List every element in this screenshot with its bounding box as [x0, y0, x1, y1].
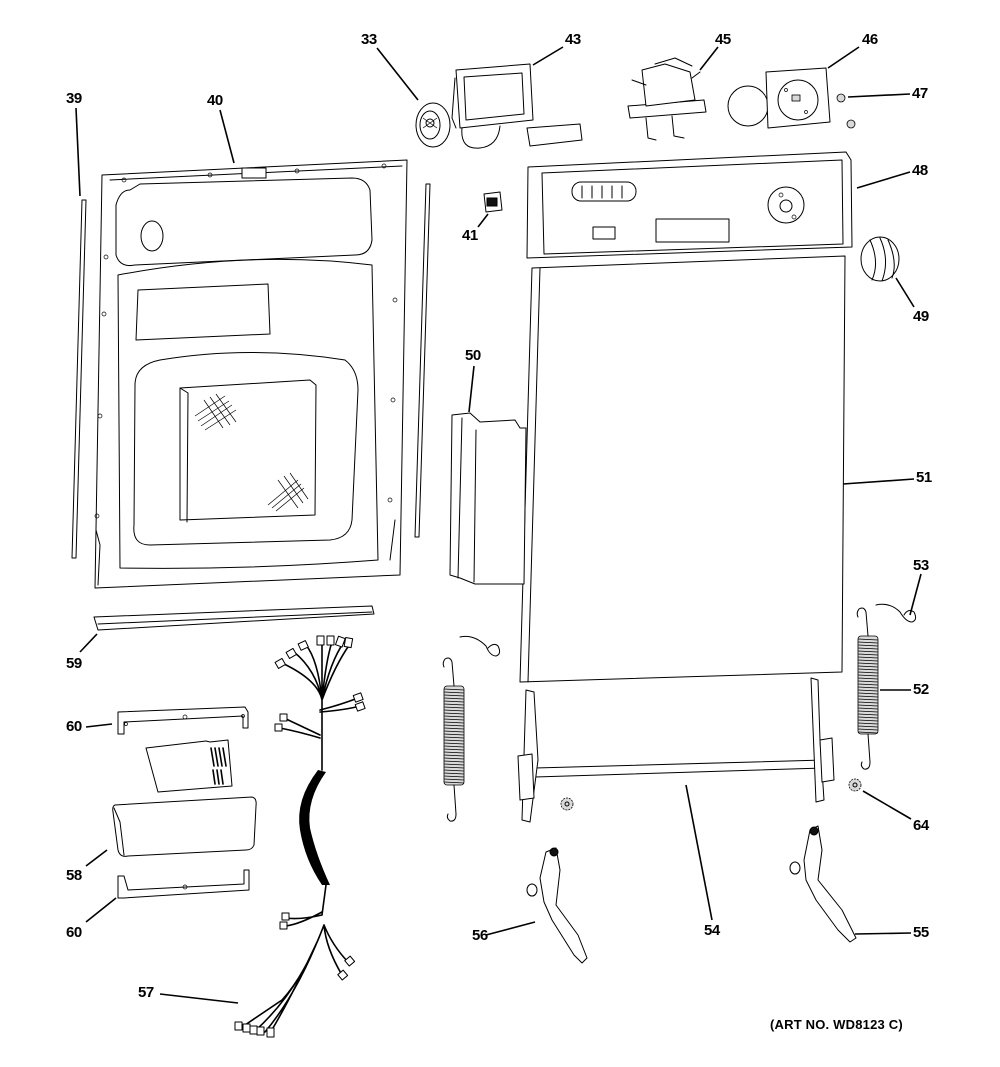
callout-leader-line: [854, 932, 912, 935]
callout-door-spring[interactable]: 52: [880, 681, 929, 698]
callout-outer-door-panel[interactable]: 51: [842, 469, 932, 486]
callout-number[interactable]: 60: [66, 924, 82, 941]
callout-number[interactable]: 51: [916, 469, 932, 486]
callout-side-trim-strip[interactable]: 39: [66, 90, 82, 197]
spring-coil: [856, 607, 879, 770]
part-control-board-module[interactable]: [112, 739, 257, 857]
callout-number[interactable]: 53: [913, 557, 929, 574]
callout-leader-line: [847, 93, 911, 98]
callout-door-side-trim[interactable]: 50: [465, 347, 481, 413]
callout-door-latch-switch[interactable]: 45: [699, 31, 731, 71]
callout-left-hinge-arm[interactable]: 56: [472, 921, 536, 944]
part-control-panel[interactable]: [526, 151, 853, 259]
part-knob-spindle-disc[interactable]: [415, 102, 451, 148]
callout-number[interactable]: 54: [704, 922, 721, 939]
callout-number[interactable]: 48: [912, 162, 928, 179]
callout-number[interactable]: 47: [912, 85, 928, 102]
callout-number[interactable]: 49: [913, 308, 929, 325]
callout-spring-link[interactable]: 53: [909, 557, 929, 616]
callout-leader-line: [909, 573, 922, 616]
callout-number[interactable]: 60: [66, 718, 82, 735]
part-side-trim-strip[interactable]: [71, 183, 431, 559]
callout-inner-door-liner[interactable]: 40: [207, 92, 235, 164]
callout-control-board-module[interactable]: 58: [66, 849, 108, 884]
callout-timer[interactable]: 46: [827, 31, 878, 69]
spring-coil: [442, 657, 465, 822]
callout-rocker-switch[interactable]: 41: [462, 213, 489, 244]
callout-number[interactable]: 39: [66, 90, 82, 107]
callout-layer: 33 43 45 46 47 48 49 39 40 41 50 51 53 52 59 60 58 60 64 54…: [66, 31, 932, 1004]
part-door-latch-switch[interactable]: [627, 57, 707, 141]
callout-number[interactable]: 40: [207, 92, 223, 109]
part-inner-door-liner[interactable]: [94, 159, 408, 589]
part-bottom-door-gasket[interactable]: [93, 605, 375, 631]
callout-number[interactable]: 55: [913, 924, 929, 941]
callout-hinge-rod-assembly[interactable]: 54: [685, 784, 721, 939]
callout-number[interactable]: 50: [465, 347, 481, 364]
callout-number[interactable]: 59: [66, 655, 82, 672]
part-door-side-trim[interactable]: [449, 412, 527, 585]
callout-leader-line: [376, 47, 419, 101]
callout-timer-knob[interactable]: 49: [895, 277, 929, 325]
callout-leader-line: [85, 849, 108, 867]
part-mounting-bracket-bottom[interactable]: [117, 869, 250, 899]
part-timer-knob[interactable]: [860, 236, 900, 282]
art-number-label: (ART NO. WD8123 C): [770, 1017, 903, 1032]
part-push-nut[interactable]: [560, 778, 862, 811]
callout-leader-line: [856, 171, 911, 189]
callout-leader-line: [532, 46, 564, 66]
callout-leader-line: [159, 993, 239, 1004]
callout-number[interactable]: 43: [565, 31, 581, 48]
callout-number[interactable]: 41: [462, 227, 478, 244]
callout-number[interactable]: 56: [472, 927, 488, 944]
part-hinge-rod-assembly[interactable]: [517, 677, 835, 823]
part-screw[interactable]: [836, 93, 856, 129]
callout-leader-line: [827, 46, 860, 69]
callout-leader-line: [477, 213, 489, 228]
callout-leader-line: [895, 277, 915, 308]
callout-mounting-bracket-bottom[interactable]: 60: [66, 897, 117, 941]
callout-leader-line: [862, 790, 912, 820]
callout-screw[interactable]: 47: [847, 85, 928, 102]
callout-right-hinge-arm[interactable]: 55: [854, 924, 929, 941]
callout-leader-line: [219, 109, 235, 164]
callout-leader-line: [842, 478, 915, 485]
callout-push-nut[interactable]: 64: [862, 790, 930, 834]
callout-number[interactable]: 52: [913, 681, 929, 698]
part-outer-door-panel[interactable]: [519, 255, 846, 683]
callout-control-panel[interactable]: 48: [856, 162, 928, 189]
callout-leader-line: [75, 107, 81, 197]
callout-leader-line: [699, 46, 719, 71]
part-timer[interactable]: [727, 67, 831, 129]
callout-number[interactable]: 45: [715, 31, 731, 48]
callout-number[interactable]: 33: [361, 31, 377, 48]
part-door-spring[interactable]: [442, 607, 879, 822]
callout-bottom-door-gasket[interactable]: 59: [66, 633, 98, 672]
callout-detergent-dispenser[interactable]: 43: [532, 31, 581, 66]
callout-knob-spindle-disc[interactable]: 33: [361, 31, 419, 101]
callout-leader-line: [85, 897, 117, 923]
callout-number[interactable]: 58: [66, 867, 82, 884]
callout-leader-line: [685, 784, 713, 921]
part-wire-harness[interactable]: [234, 635, 366, 1038]
part-detergent-dispenser[interactable]: [451, 63, 583, 149]
callout-leader-line: [85, 723, 113, 728]
callout-number[interactable]: 57: [138, 984, 154, 1001]
callout-number[interactable]: 46: [862, 31, 878, 48]
part-left-hinge-arm[interactable]: [526, 847, 588, 964]
callout-leader-line: [468, 365, 475, 413]
part-mounting-bracket-top[interactable]: [117, 706, 249, 735]
callout-leader-line: [79, 633, 98, 653]
callout-leader-line: [485, 921, 536, 936]
callout-number[interactable]: 64: [913, 817, 930, 834]
callout-wire-harness[interactable]: 57: [138, 984, 239, 1004]
part-rocker-switch[interactable]: [483, 191, 503, 213]
part-right-hinge-arm[interactable]: [789, 825, 857, 943]
callout-mounting-bracket-top[interactable]: 60: [66, 718, 113, 735]
